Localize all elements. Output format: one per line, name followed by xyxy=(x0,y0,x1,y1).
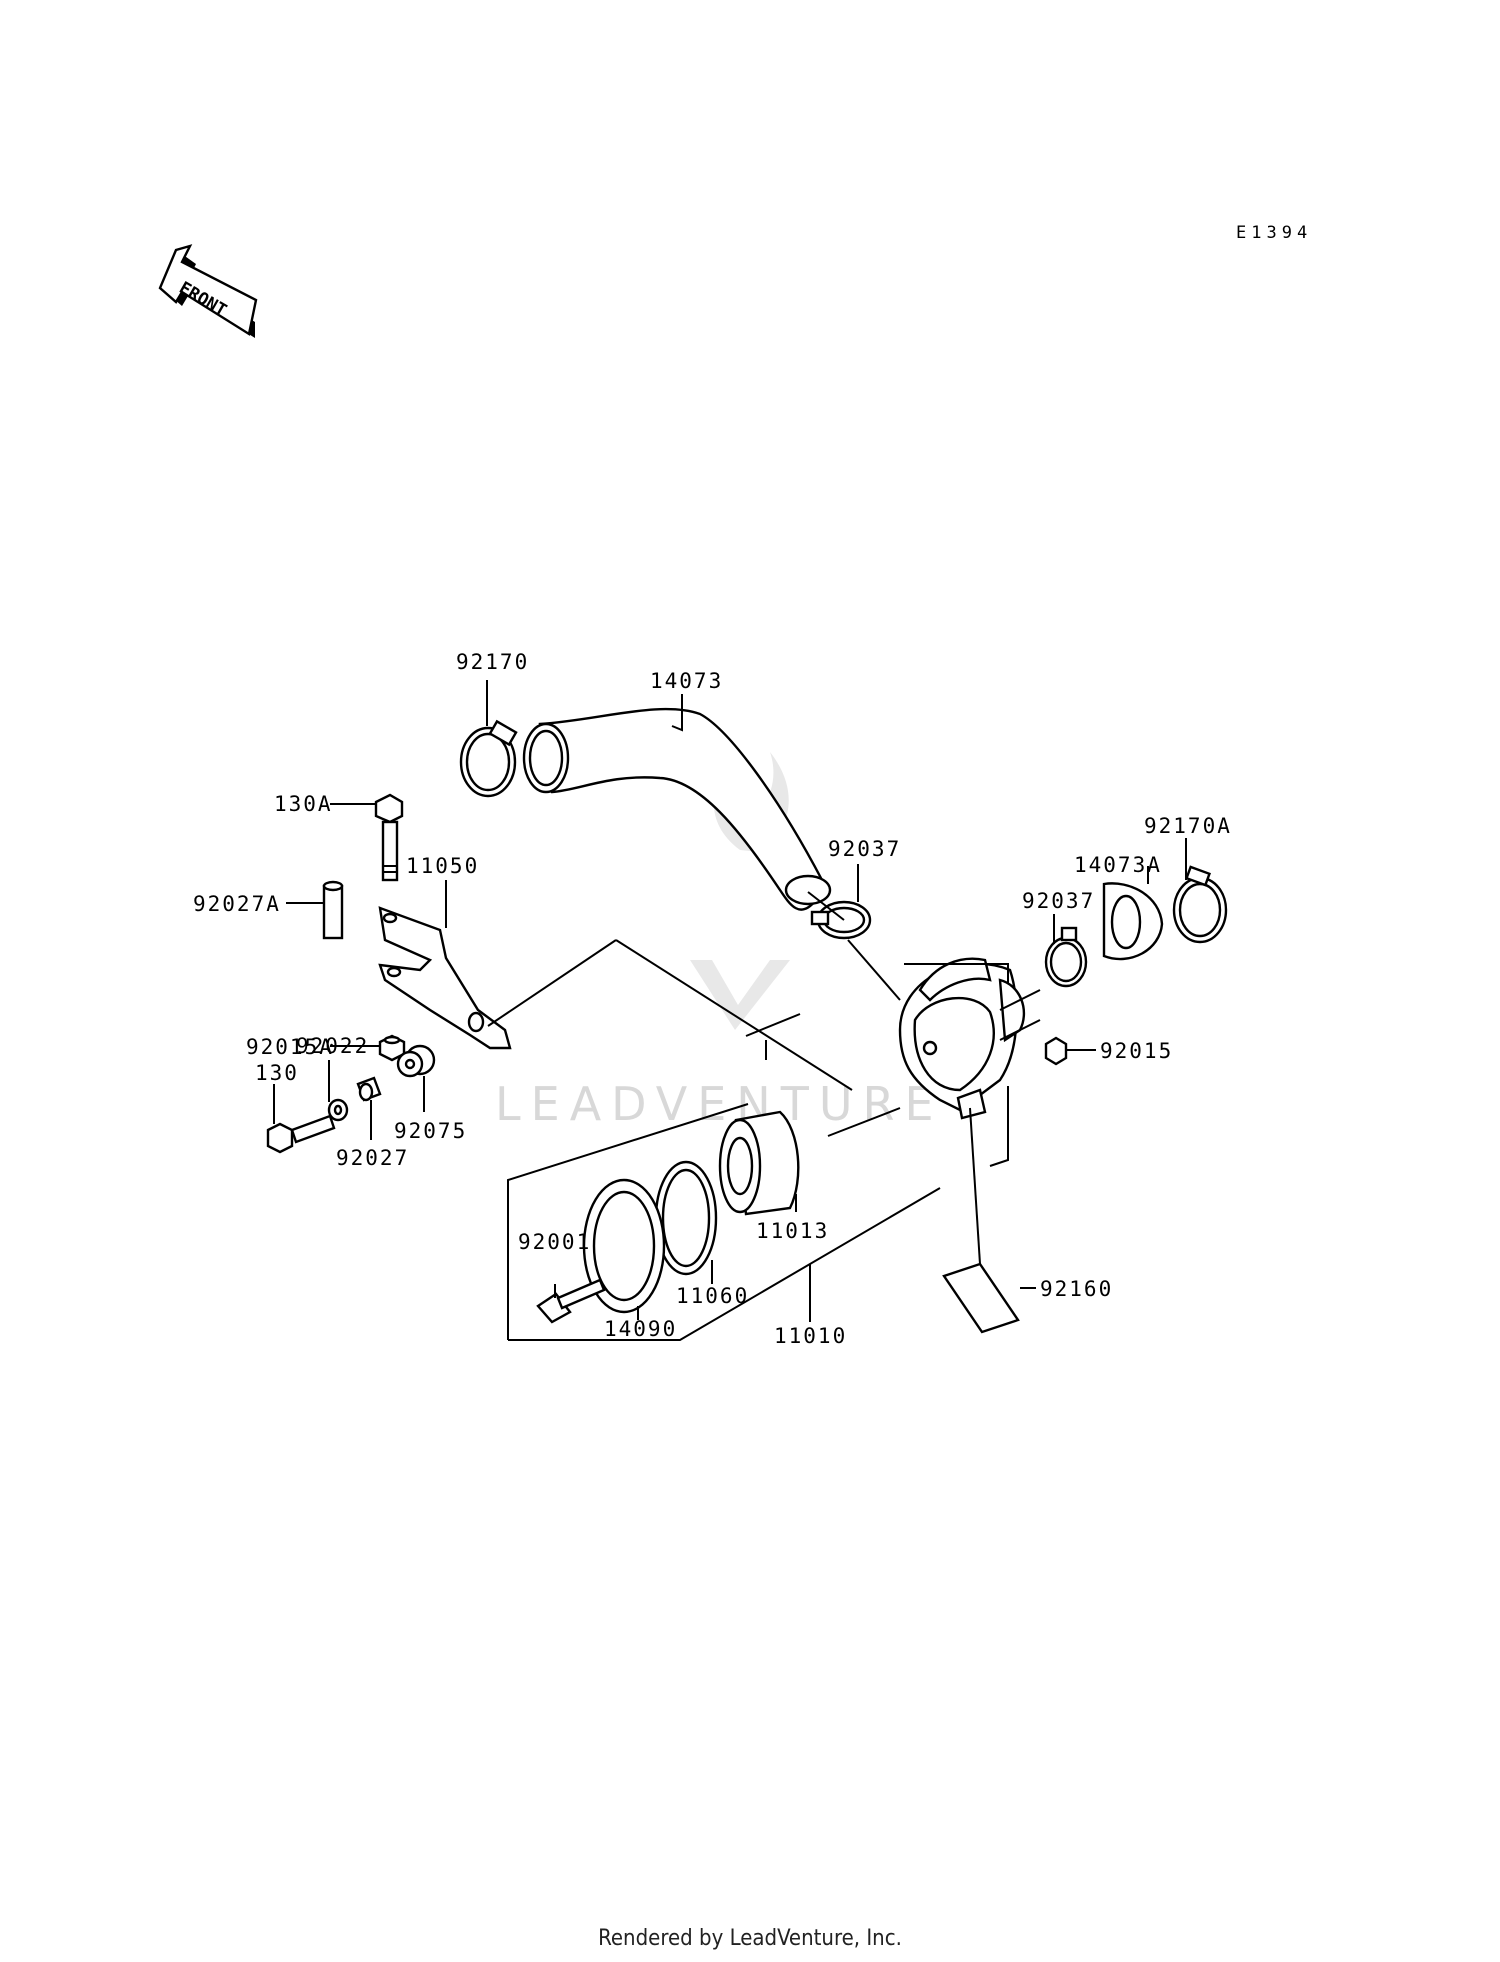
label-92015a: 92015A xyxy=(246,1035,334,1059)
washer-92022 xyxy=(327,1098,349,1122)
label-92027: 92027 xyxy=(336,1146,409,1170)
label-92075: 92075 xyxy=(394,1119,467,1143)
front-arrow-icon: FRONT xyxy=(158,244,258,338)
clamp-92037-left xyxy=(810,900,872,940)
collar-92027 xyxy=(356,1076,382,1102)
wing-bolt-92001 xyxy=(536,1278,606,1324)
air-box-housing xyxy=(898,957,1026,1120)
bolt-130a xyxy=(374,793,404,882)
hose-14073a xyxy=(1102,882,1164,961)
label-92037-right: 92037 xyxy=(1022,889,1095,913)
filter-element-11013 xyxy=(718,1110,800,1216)
label-14090: 14090 xyxy=(604,1317,677,1341)
label-92027a: 92027A xyxy=(193,892,281,916)
clamp-92170a xyxy=(1172,865,1228,944)
label-11010: 11010 xyxy=(774,1324,847,1348)
watermark-text: LEADVENTURE xyxy=(495,1077,944,1131)
label-11060: 11060 xyxy=(676,1284,749,1308)
label-11013: 11013 xyxy=(756,1219,829,1243)
label-130a: 130A xyxy=(274,792,333,816)
label-92037-left: 92037 xyxy=(828,837,901,861)
label-14073a: 14073A xyxy=(1074,853,1162,877)
gasket-11060 xyxy=(654,1160,718,1276)
collar-92027a xyxy=(322,880,344,940)
assembly-outlines xyxy=(487,891,1041,1341)
cover-14090 xyxy=(582,1178,666,1314)
part-labels: 92170 14073 130A 11050 92027A 92015A 920… xyxy=(193,650,1232,1348)
nut-92015 xyxy=(1044,1036,1068,1066)
label-14073: 14073 xyxy=(650,669,723,693)
pad-92160 xyxy=(942,1262,1020,1334)
label-92170a: 92170A xyxy=(1144,814,1232,838)
footer-credit: Rendered by LeadVenture, Inc. xyxy=(598,1926,902,1951)
diagram-code: E1394 xyxy=(1236,223,1312,243)
bracket-11050 xyxy=(378,906,512,1050)
label-92022: 92022 xyxy=(296,1034,369,1058)
label-92170: 92170 xyxy=(456,650,529,674)
label-92015: 92015 xyxy=(1100,1039,1173,1063)
bolt-130 xyxy=(266,1114,336,1154)
damper-92075 xyxy=(396,1044,436,1078)
label-130: 130 xyxy=(255,1061,299,1085)
clamp-92037-right xyxy=(1044,926,1088,988)
label-92160: 92160 xyxy=(1040,1277,1113,1301)
leader-lines xyxy=(273,680,1187,1322)
label-11050: 11050 xyxy=(406,854,479,878)
label-92001: 92001 xyxy=(518,1230,591,1254)
clamp-92170 xyxy=(459,719,518,798)
